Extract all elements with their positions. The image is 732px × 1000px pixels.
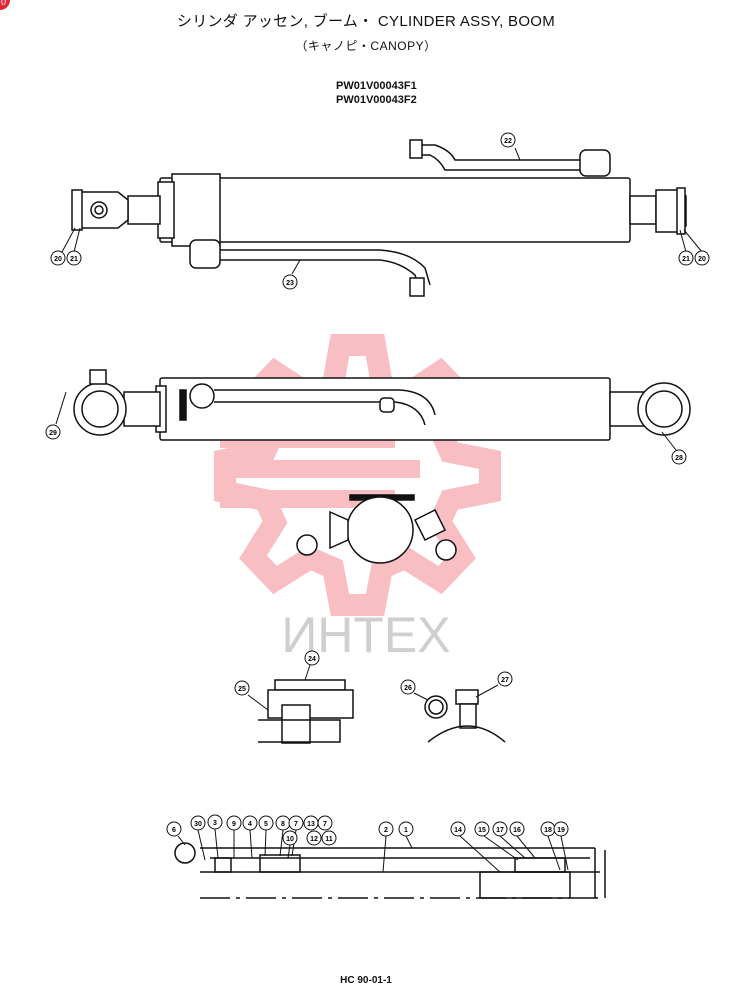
callout-23: 23	[282, 259, 301, 290]
svg-text:10: 10	[286, 836, 294, 843]
svg-text:21: 21	[682, 256, 690, 263]
callout-10: 10	[282, 830, 298, 859]
svg-text:28: 28	[675, 455, 683, 462]
callout-28: 28	[661, 431, 687, 465]
callout-2: 2	[378, 821, 394, 873]
callout-11: 11	[321, 830, 337, 846]
callout-7b: 7	[317, 815, 333, 831]
svg-text:22: 22	[504, 138, 512, 145]
svg-text:9: 9	[232, 821, 236, 828]
detail-view-left	[258, 679, 354, 744]
callout-13: 13	[303, 815, 319, 831]
callout-15: 15	[474, 821, 519, 861]
callout-12: 12	[306, 830, 322, 846]
svg-text:25: 25	[238, 686, 246, 693]
svg-text:26: 26	[404, 685, 412, 692]
callout-26: 26	[400, 679, 429, 701]
callout-21a: 21	[66, 227, 82, 266]
callout-3: 3	[207, 814, 223, 859]
svg-text:12: 12	[310, 836, 318, 843]
callout-17: 17	[492, 821, 526, 859]
callout-25: 25	[234, 680, 269, 711]
svg-text:24: 24	[308, 656, 316, 663]
svg-text:7: 7	[323, 821, 327, 828]
cylinder-view-top	[71, 139, 687, 297]
svg-text:27: 27	[501, 677, 509, 684]
callout-24: 24	[304, 650, 320, 681]
svg-text:18: 18	[544, 827, 552, 834]
svg-text:8: 8	[281, 821, 285, 828]
cylinder-view-side	[73, 369, 691, 441]
page-code: HC 90-01-1	[340, 975, 392, 986]
svg-text:15: 15	[478, 827, 486, 834]
svg-text:20: 20	[698, 256, 706, 263]
callout-27: 27	[475, 671, 513, 698]
callout-5: 5	[258, 815, 274, 857]
callout-14: 14	[450, 821, 501, 873]
callout-30: 30	[190, 815, 206, 861]
svg-text:7: 7	[294, 821, 298, 828]
callouts: 20 21 21 20 22 23 29 28 24 25 26 27 6 30…	[45, 132, 710, 873]
svg-text:5: 5	[264, 821, 268, 828]
page-subtitle: （キャノピ・CANOPY）	[295, 39, 437, 53]
callout-21b: 21	[678, 229, 694, 266]
svg-text:23: 23	[286, 280, 294, 287]
svg-text:16: 16	[513, 827, 521, 834]
callout-29: 29	[45, 391, 67, 440]
svg-text:1: 1	[404, 827, 408, 834]
callout-16: 16	[509, 821, 536, 859]
svg-text:11: 11	[325, 836, 333, 843]
callout-1: 1	[398, 821, 414, 849]
cylinder-end-view	[296, 494, 457, 564]
callout-7a: 7	[288, 815, 304, 857]
callout-9: 9	[226, 815, 242, 858]
callout-6: 6	[166, 821, 186, 846]
page-badge: 0	[0, 0, 10, 10]
svg-text:17: 17	[496, 827, 504, 834]
callout-19: 19	[553, 821, 569, 871]
svg-text:29: 29	[49, 430, 57, 437]
svg-text:19: 19	[557, 827, 565, 834]
section-view	[174, 842, 606, 899]
svg-text:21: 21	[70, 256, 78, 263]
detail-view-right	[424, 689, 506, 743]
svg-text:30: 30	[194, 821, 202, 828]
callout-20b: 20	[683, 229, 710, 266]
callout-4: 4	[242, 815, 258, 859]
svg-text:4: 4	[248, 821, 252, 828]
svg-text:20: 20	[54, 256, 62, 263]
svg-text:3: 3	[213, 820, 217, 827]
callout-20a: 20	[50, 227, 76, 266]
part-number-1: PW01V00043F1	[336, 80, 417, 92]
part-number-2: PW01V00043F2	[336, 94, 417, 106]
svg-text:2: 2	[384, 827, 388, 834]
svg-text:14: 14	[454, 827, 462, 834]
svg-text:13: 13	[307, 821, 315, 828]
page-title: シリンダ アッセン, ブーム・ CYLINDER ASSY, BOOM	[176, 13, 556, 30]
svg-text:6: 6	[172, 827, 176, 834]
callout-22: 22	[500, 132, 521, 161]
